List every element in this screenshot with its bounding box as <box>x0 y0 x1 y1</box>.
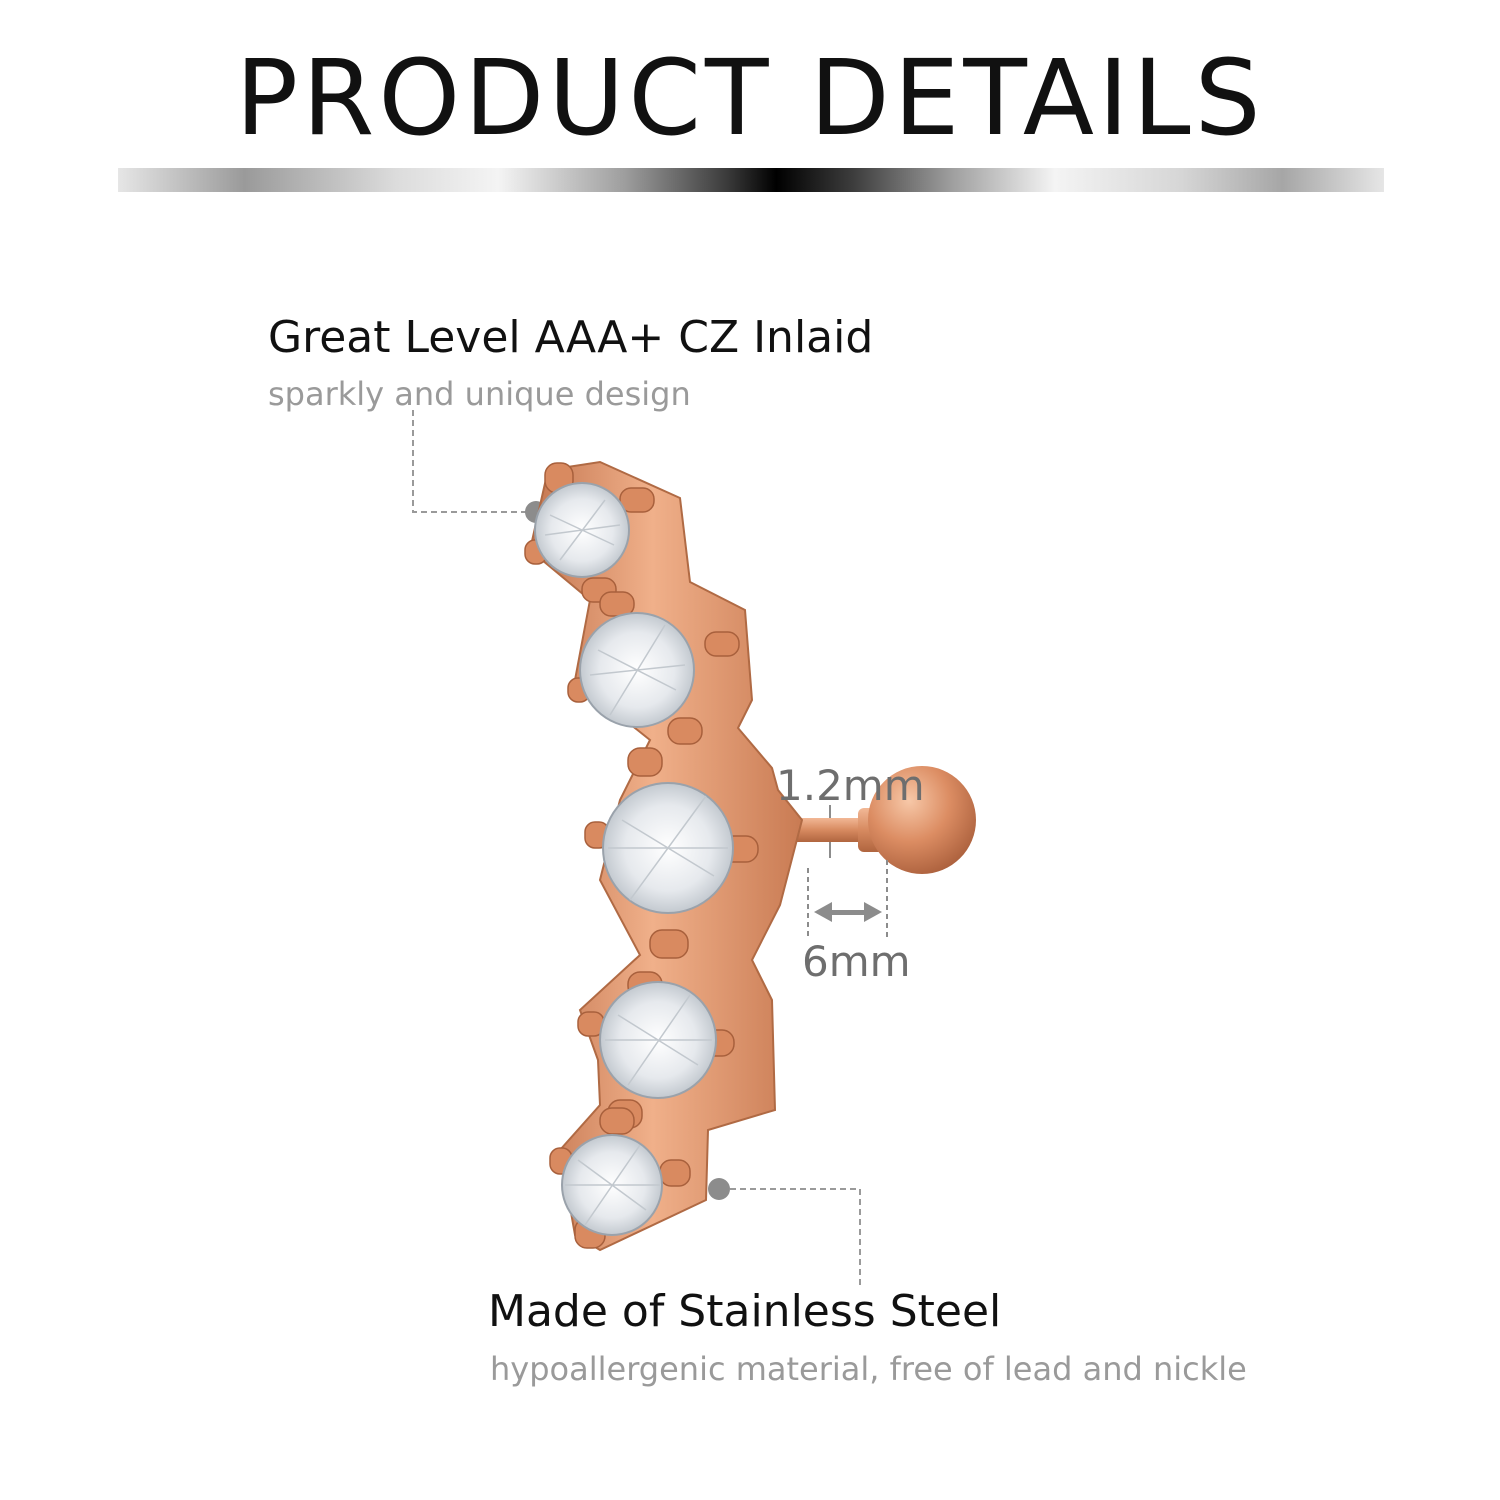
thickness-label: 1.2mm <box>776 761 925 810</box>
callout-dot-icon <box>708 1178 730 1200</box>
double-arrow-icon <box>814 902 882 922</box>
callout-leader-top <box>412 410 530 513</box>
feature-steel-subtext: hypoallergenic material, free of lead an… <box>490 1350 1247 1388</box>
gem-facets <box>544 499 728 1226</box>
page-title: PRODUCT DETAILS <box>235 37 1265 159</box>
feature-cz-heading: Great Level AAA+ CZ Inlaid <box>268 312 874 363</box>
measure-lines <box>807 805 888 940</box>
callout-leader-bottom <box>730 1188 861 1286</box>
title-divider <box>118 168 1384 192</box>
feature-steel-heading: Made of Stainless Steel <box>488 1286 1002 1337</box>
length-label: 6mm <box>802 937 911 986</box>
feature-cz-subtext: sparkly and unique design <box>268 375 691 413</box>
ball-back-icon <box>868 766 976 874</box>
